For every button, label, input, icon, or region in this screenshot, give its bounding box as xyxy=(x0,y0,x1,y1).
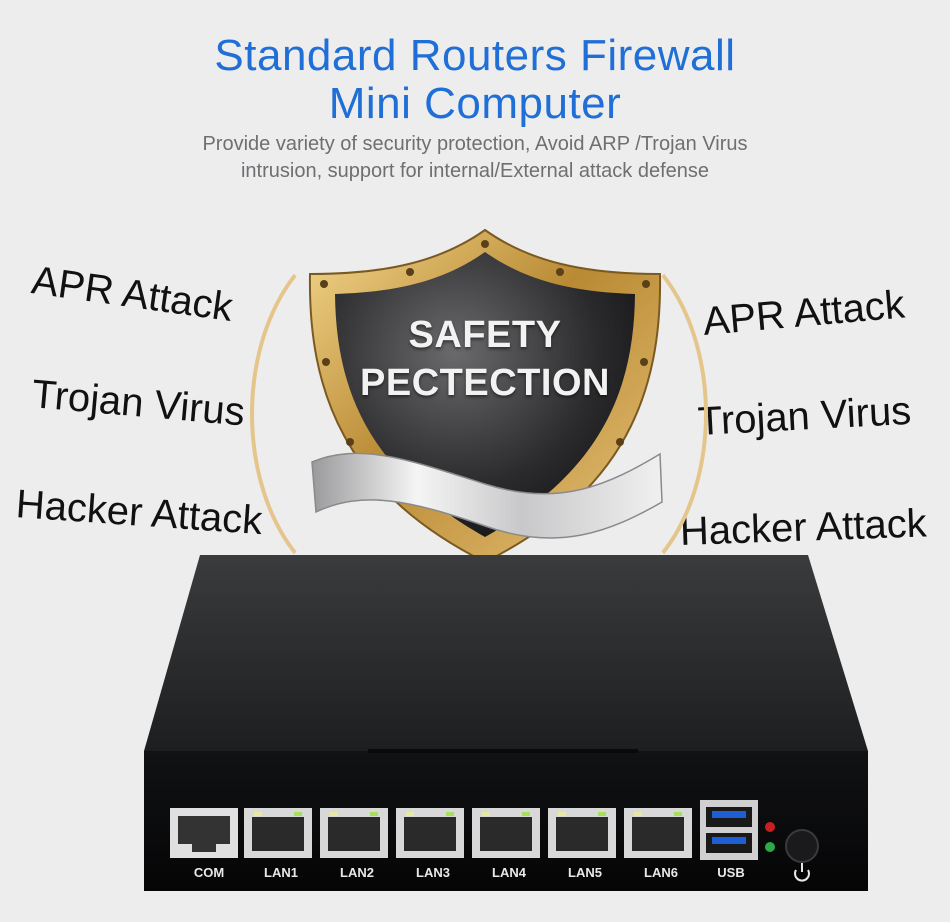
threat-left-hacker: Hacker Attack xyxy=(14,482,264,544)
shield-label-line2: PECTECTION xyxy=(360,362,610,404)
lan6-port[interactable] xyxy=(624,808,692,858)
mini-computer-device xyxy=(144,555,868,891)
threat-right-hacker: Hacker Attack xyxy=(679,501,928,554)
gold-arc-right xyxy=(460,230,708,598)
gold-arc-left xyxy=(250,230,498,598)
subtitle-line1: Provide variety of security protection, … xyxy=(202,133,748,155)
lan3-port[interactable] xyxy=(396,808,464,858)
com-port[interactable] xyxy=(170,808,238,858)
shield-icon xyxy=(308,228,663,564)
label-com: COM xyxy=(193,865,225,880)
power-button[interactable] xyxy=(785,829,819,863)
threat-right-apr: APR Attack xyxy=(701,282,907,344)
status-led-green xyxy=(765,842,775,852)
lan2-port[interactable] xyxy=(320,808,388,858)
label-usb: USB xyxy=(717,865,745,880)
subtitle-line2: intrusion, support for internal/External… xyxy=(240,160,710,182)
lan5-port[interactable] xyxy=(548,808,616,858)
label-lan6: LAN6 xyxy=(644,865,678,880)
main-title-line2: Mini Computer xyxy=(328,79,622,128)
power-icon xyxy=(794,863,810,882)
threat-right-trojan: Trojan Virus xyxy=(696,388,913,444)
lan1-port[interactable] xyxy=(244,808,312,858)
shield-label-line1: SAFETY xyxy=(408,314,562,356)
usb-ports[interactable] xyxy=(700,800,758,860)
label-lan2: LAN2 xyxy=(340,865,374,880)
label-lan5: LAN5 xyxy=(568,865,602,880)
main-title-line1: Standard Routers Firewall xyxy=(214,31,736,80)
status-led-red xyxy=(765,822,775,832)
lan4-port[interactable] xyxy=(472,808,540,858)
label-lan1: LAN1 xyxy=(264,865,298,880)
label-lan3: LAN3 xyxy=(416,865,450,880)
threat-left-apr: APR Attack xyxy=(29,258,236,330)
threat-left-trojan: Trojan Virus xyxy=(30,372,247,435)
label-lan4: LAN4 xyxy=(492,865,526,880)
